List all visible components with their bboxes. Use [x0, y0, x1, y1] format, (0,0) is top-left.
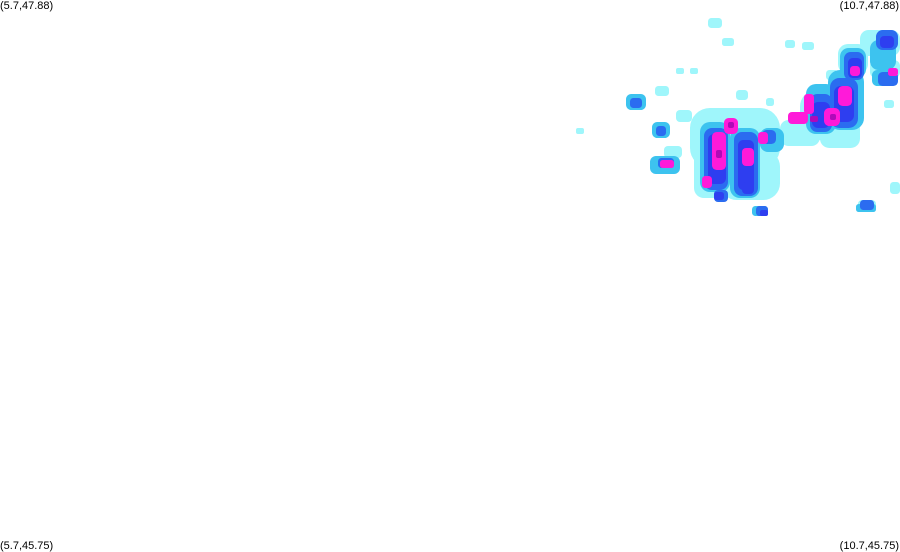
- precip-extreme-cell: [850, 66, 860, 76]
- precip-extreme-cell: [758, 132, 768, 144]
- precip-light-cell: [664, 146, 682, 158]
- precip-very-heavy-cell: [880, 36, 894, 48]
- precip-extreme-cell: [660, 160, 674, 168]
- precip-heavy-cell: [656, 126, 666, 136]
- precip-heavy-cell: [630, 98, 642, 108]
- precip-extreme-cell: [742, 148, 754, 166]
- precip-light-cell: [576, 128, 584, 134]
- precip-extreme-cell: [788, 112, 808, 124]
- precip-core-cell: [728, 122, 734, 128]
- corner-coordinate-top-right: (10.7,47.88): [839, 0, 899, 12]
- precip-light-cell: [890, 182, 900, 194]
- precip-light-cell: [884, 100, 894, 108]
- precip-extreme-cell: [702, 176, 712, 188]
- precip-light-cell: [736, 90, 748, 100]
- precip-light-cell: [676, 68, 684, 74]
- precip-very-heavy-cell: [760, 210, 768, 216]
- precip-extreme-cell: [804, 94, 814, 114]
- precip-light-cell: [785, 40, 795, 48]
- precip-light-cell: [676, 110, 692, 122]
- precip-light-cell: [766, 98, 774, 106]
- precip-light-cell: [708, 18, 722, 28]
- precip-core-cell: [810, 116, 818, 122]
- precip-extreme-cell: [888, 68, 898, 76]
- precip-core-cell: [716, 150, 722, 158]
- precip-very-heavy-cell: [714, 192, 724, 200]
- precip-light-cell: [690, 68, 698, 74]
- corner-coordinate-bottom-right: (10.7,45.75): [839, 540, 899, 552]
- precip-light-cell: [802, 42, 814, 50]
- precip-heavy-cell: [860, 200, 874, 210]
- corner-coordinate-bottom-left: (5.7,45.75): [0, 540, 54, 552]
- corner-coordinate-top-left: (5.7,47.88): [0, 0, 54, 12]
- precip-core-cell: [830, 114, 836, 120]
- precip-extreme-cell: [838, 86, 852, 106]
- precip-light-cell: [722, 38, 734, 46]
- precip-very-heavy-cell: [742, 182, 754, 194]
- precip-light-cell: [655, 86, 669, 96]
